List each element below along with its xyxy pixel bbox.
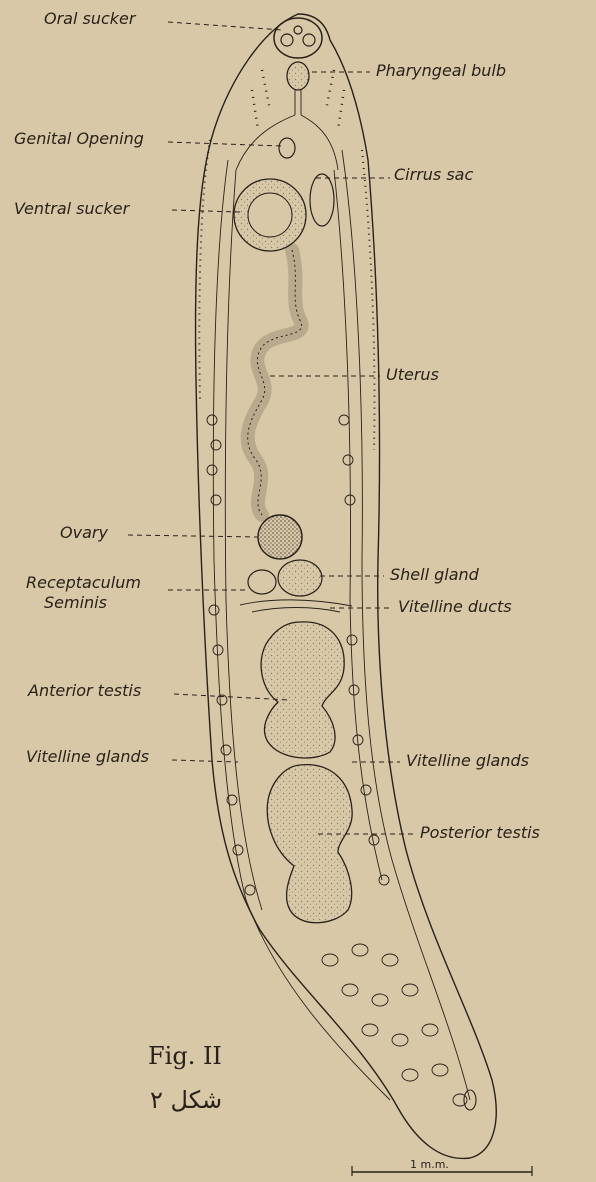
ovary — [258, 515, 302, 559]
label-pharyngeal-bulb: Pharyngeal bulb — [376, 61, 506, 80]
figure-caption-arabic: شكل ٢ — [150, 1086, 222, 1114]
inner-line-right — [342, 150, 470, 1100]
leader-ventral-sucker — [172, 210, 240, 212]
label-posterior-testis: Posterior testis — [420, 823, 540, 842]
leader-vitelline-glands-left — [172, 760, 238, 762]
leader-genital-opening — [168, 142, 282, 146]
oral-sucker-lumen-right — [303, 34, 315, 46]
label-vitelline-glands-right: Vitelline glands — [406, 751, 529, 770]
label-receptaculum: Receptaculum — [26, 573, 141, 592]
label-ovary: Ovary — [60, 523, 108, 542]
label-shell-gland: Shell gland — [390, 565, 480, 584]
leader-ovary — [128, 535, 258, 537]
cuticle-edge-right — [362, 150, 375, 450]
esophagus — [295, 90, 301, 115]
label-anterior-testis: Anterior testis — [27, 681, 141, 700]
cirrus-sac — [310, 174, 334, 226]
uterus — [248, 250, 302, 515]
vitelline-ducts — [240, 600, 352, 612]
cuticle-edge — [199, 140, 210, 400]
vitelline-glands-posterior — [322, 944, 467, 1106]
figure-caption: Fig. II — [148, 1042, 222, 1070]
label-uterus: Uterus — [386, 365, 439, 384]
anterior-testis — [261, 622, 344, 758]
intestine-bifurcation — [236, 115, 338, 170]
excretory-line-left — [225, 170, 262, 910]
label-oral-sucker: Oral sucker — [44, 9, 137, 28]
genital-pore — [279, 138, 295, 158]
scale-bar-label: 1 m.m. — [410, 1158, 449, 1171]
oral-sucker-lumen-left — [281, 34, 293, 46]
posterior-testis — [267, 765, 352, 923]
leader-oral-sucker — [168, 22, 282, 30]
ventral-sucker-inner — [248, 193, 292, 237]
label-vitelline-ducts: Vitelline ducts — [398, 597, 512, 616]
pharyngeal-bulb — [287, 62, 309, 90]
label-seminis: Seminis — [44, 593, 107, 612]
receptaculum-seminis — [248, 570, 276, 594]
body-outline — [196, 14, 497, 1158]
label-cirrus-sac: Cirrus sac — [394, 165, 473, 184]
shell-gland — [278, 560, 322, 596]
oral-sucker-center — [294, 26, 302, 34]
label-ventral-sucker: Ventral sucker — [14, 199, 131, 218]
vitelline-glands-left-column — [207, 415, 255, 895]
label-vitelline-glands-left: Vitelline glands — [26, 747, 149, 766]
label-genital-opening: Genital Opening — [14, 129, 144, 148]
